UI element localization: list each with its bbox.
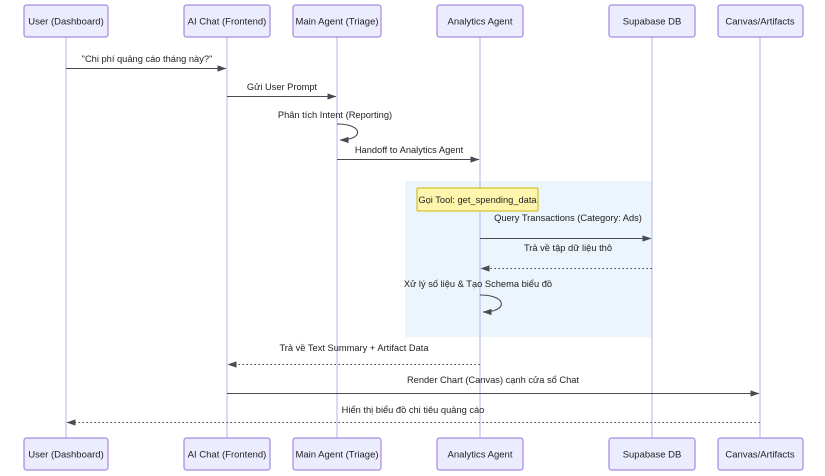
actor-top-canvas[interactable]: Canvas/Artifacts [717,4,804,38]
actor-top-canvas-label: Canvas/Artifacts [725,17,794,28]
actor-top-user[interactable]: User (Dashboard) [23,4,109,38]
message-5-label: Query Transactions (Category: Ads) [494,213,642,223]
message-6-label: Trả về tập dữ liệu thô [524,243,612,253]
actor-top-aichat-label: AI Chat (Frontend) [188,17,267,28]
actor-top-mainagent-label: Main Agent (Triage) [295,17,378,28]
message-4-label: Handoff to Analytics Agent [355,145,464,155]
note-tool-call: Gọi Tool: get_spending_data [416,187,539,212]
note-tool-call-label: Gọi Tool: get_spending_data [418,195,537,205]
actor-top-mainagent[interactable]: Main Agent (Triage) [292,4,382,38]
message-7-self-loop [479,294,502,316]
actor-top-analytics-label: Analytics Agent [448,17,513,28]
actor-top-analytics[interactable]: Analytics Agent [436,4,524,38]
actor-bottom-supabase[interactable]: Supabase DB [608,437,696,471]
message-1-label: "Chi phí quảng cáo tháng này?" [82,54,213,64]
actor-bottom-canvas[interactable]: Canvas/Artifacts [717,437,804,471]
actor-bottom-mainagent-label: Main Agent (Triage) [295,450,378,461]
actor-bottom-aichat-label: AI Chat (Frontend) [188,450,267,461]
actor-bottom-canvas-label: Canvas/Artifacts [725,450,794,461]
message-9-label: Render Chart (Canvas) cạnh cửa sổ Chat [407,375,580,385]
message-2-label: Gửi User Prompt [247,82,318,92]
actor-top-supabase[interactable]: Supabase DB [608,4,696,38]
message-8-label: Trả về Text Summary + Artifact Data [279,343,429,353]
actor-top-user-label: User (Dashboard) [28,17,104,28]
actor-top-supabase-label: Supabase DB [623,17,682,28]
actor-bottom-analytics[interactable]: Analytics Agent [436,437,524,471]
actor-bottom-supabase-label: Supabase DB [623,450,682,461]
message-10-label: Hiển thị biểu đồ chi tiêu quảng cáo [342,405,485,415]
message-7-label: Xử lý số liệu & Tạo Schema biểu đồ [404,279,552,289]
actor-bottom-mainagent[interactable]: Main Agent (Triage) [292,437,382,471]
actor-bottom-aichat[interactable]: AI Chat (Frontend) [183,437,271,471]
actor-bottom-analytics-label: Analytics Agent [448,450,513,461]
message-3-label: Phân tích Intent (Reporting) [278,110,392,120]
message-3-self-loop [336,123,359,144]
actor-bottom-user[interactable]: User (Dashboard) [23,437,109,471]
actor-bottom-user-label: User (Dashboard) [28,450,104,461]
actor-top-aichat[interactable]: AI Chat (Frontend) [183,4,271,38]
